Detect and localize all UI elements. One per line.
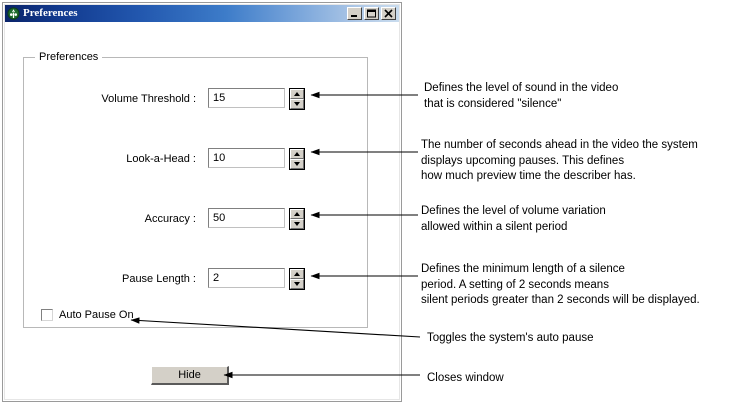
- field-row-accuracy: Accuracy :: [23, 207, 323, 231]
- volume-threshold-label: Volume Threshold :: [101, 93, 196, 105]
- field-row-volume-threshold: Volume Threshold :: [23, 87, 323, 111]
- accuracy-input[interactable]: [208, 208, 285, 228]
- pause-length-input[interactable]: [208, 268, 285, 288]
- annotation-hide-button: Closes window: [427, 372, 504, 384]
- pause-length-spinner[interactable]: [208, 268, 305, 290]
- volume-threshold-spin-buttons[interactable]: [289, 88, 305, 110]
- annotation-auto-pause: Toggles the system's auto pause: [427, 332, 594, 344]
- maximize-button[interactable]: [364, 7, 379, 20]
- title-bar[interactable]: Preferences: [5, 5, 399, 22]
- auto-pause-checkbox[interactable]: [41, 309, 53, 321]
- annotation-pause-length: Defines the minimum length of a silence …: [421, 263, 700, 306]
- accuracy-spinner[interactable]: [208, 208, 305, 230]
- app-icon: [7, 7, 20, 20]
- spin-up-icon[interactable]: [290, 89, 304, 99]
- hide-button[interactable]: Hide: [151, 366, 229, 385]
- accuracy-label: Accuracy :: [144, 213, 196, 225]
- spin-up-icon[interactable]: [290, 209, 304, 219]
- spin-down-icon[interactable]: [290, 219, 304, 229]
- close-button[interactable]: [381, 7, 396, 20]
- annotation-look-a-head: The number of seconds ahead in the video…: [421, 139, 698, 182]
- spin-down-icon[interactable]: [290, 99, 304, 109]
- groupbox-legend: Preferences: [35, 51, 103, 63]
- window-title: Preferences: [23, 7, 78, 19]
- look-a-head-input[interactable]: [208, 148, 285, 168]
- volume-threshold-spinner[interactable]: [208, 88, 305, 110]
- annotation-volume-threshold: Defines the level of sound in the video …: [424, 82, 619, 110]
- preferences-window: Preferences Preferences Vo: [2, 2, 402, 402]
- pause-length-label: Pause Length :: [121, 273, 196, 285]
- spin-down-icon[interactable]: [290, 279, 304, 289]
- look-a-head-spin-buttons[interactable]: [289, 148, 305, 170]
- auto-pause-label: Auto Pause On: [59, 309, 134, 321]
- auto-pause-row[interactable]: Auto Pause On: [41, 309, 134, 321]
- field-row-pause-length: Pause Length :: [23, 267, 323, 291]
- pause-length-spin-buttons[interactable]: [289, 268, 305, 290]
- spin-up-icon[interactable]: [290, 269, 304, 279]
- spin-down-icon[interactable]: [290, 159, 304, 169]
- accuracy-spin-buttons[interactable]: [289, 208, 305, 230]
- minimize-button[interactable]: [347, 7, 362, 20]
- annotation-accuracy: Defines the level of volume variation al…: [421, 205, 606, 233]
- look-a-head-spinner[interactable]: [208, 148, 305, 170]
- volume-threshold-input[interactable]: [208, 88, 285, 108]
- window-controls: [347, 7, 396, 20]
- spin-up-icon[interactable]: [290, 149, 304, 159]
- look-a-head-label: Look-a-Head :: [126, 153, 196, 165]
- field-row-look-a-head: Look-a-Head :: [23, 147, 323, 171]
